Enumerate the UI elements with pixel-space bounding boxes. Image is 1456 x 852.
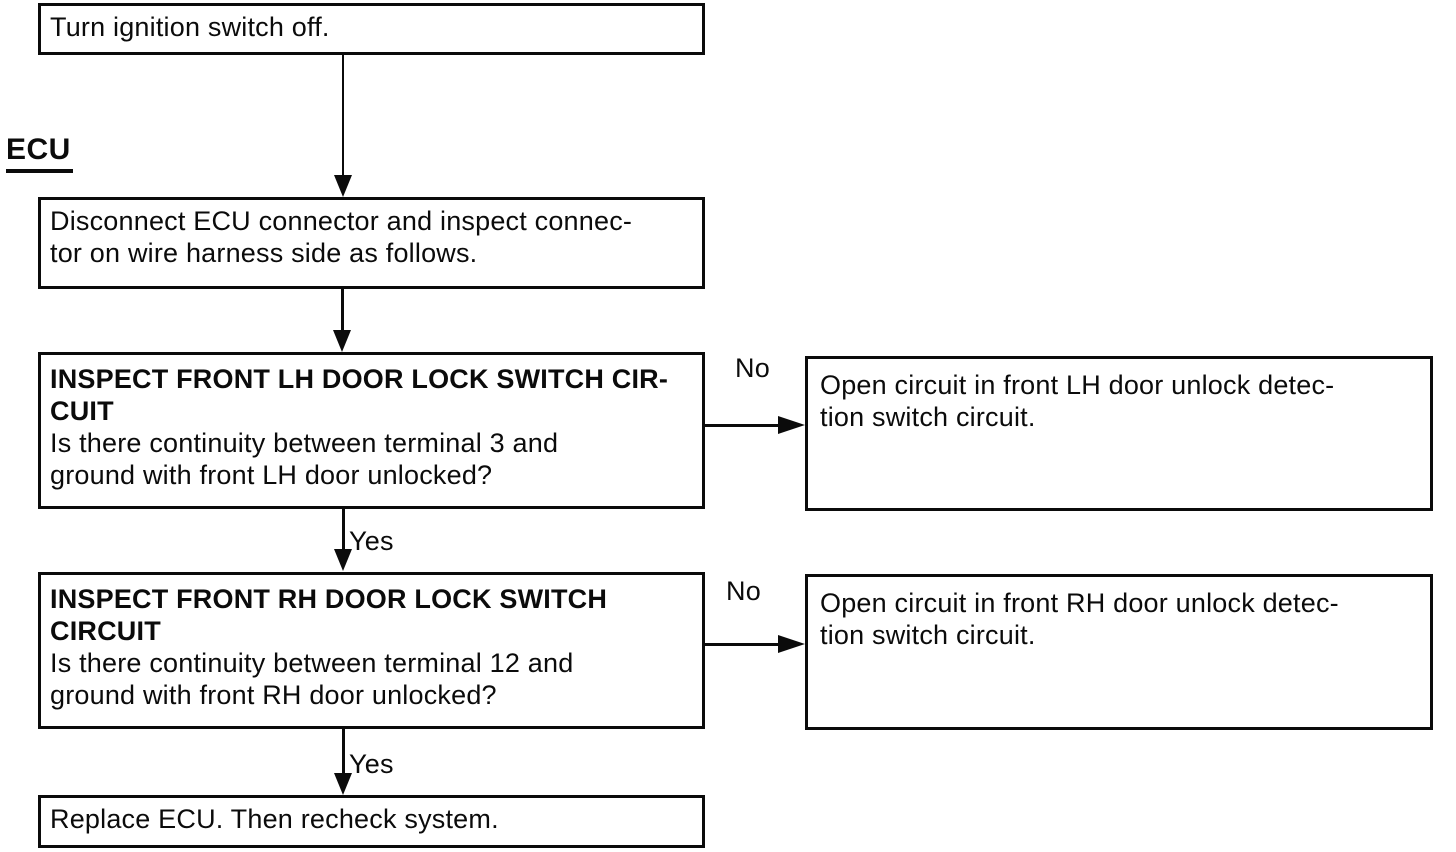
flow-box-turn-ignition-off: Turn ignition switch off.	[38, 3, 705, 55]
box-title-line: INSPECT FRONT RH DOOR LOCK SWITCH	[50, 584, 608, 614]
branch-label-no: No	[735, 353, 770, 383]
box-text-line: ground with front RH door unlocked?	[50, 680, 497, 710]
box-text-line: Is there continuity between terminal 12 …	[50, 648, 574, 678]
connector-line-step2-decision1	[341, 289, 344, 332]
arrow-right-icon	[778, 416, 805, 434]
box-title-line: INSPECT FRONT LH DOOR LOCK SWITCH CIR-	[50, 364, 669, 394]
flow-box-disconnect-ecu-connector: Disconnect ECU connector and inspect con…	[38, 197, 705, 289]
branch-label-yes: Yes	[349, 526, 394, 556]
box-title-line: CIRCUIT	[50, 616, 161, 646]
box-text-line: Disconnect ECU connector and inspect con…	[50, 206, 633, 236]
connector-line-step1-step2	[342, 55, 344, 178]
connector-line-decision2-result2	[705, 643, 780, 646]
branch-label-no: No	[726, 576, 761, 606]
box-text-line: Open circuit in front RH door unlock det…	[820, 588, 1339, 618]
connector-line-decision2-step3	[342, 729, 345, 775]
arrow-right-icon	[778, 635, 805, 653]
arrow-down-icon	[333, 330, 351, 352]
arrow-down-icon	[334, 549, 352, 571]
section-heading-ecu: ECU	[6, 134, 73, 173]
flow-box-replace-ecu: Replace ECU. Then recheck system.	[38, 795, 705, 848]
flow-box-open-circuit-front-lh: Open circuit in front LH door unlock det…	[805, 356, 1433, 511]
box-title-line: CUIT	[50, 396, 114, 426]
box-text-line: tion switch circuit.	[820, 620, 1036, 650]
connector-line-decision1-result1	[705, 424, 780, 427]
branch-label-yes: Yes	[349, 749, 394, 779]
arrow-down-icon	[334, 773, 352, 795]
connector-line-decision1-decision2	[342, 509, 345, 551]
box-text-line: tor on wire harness side as follows.	[50, 238, 478, 268]
box-text-line: Is there continuity between terminal 3 a…	[50, 428, 559, 458]
box-text-line: Open circuit in front LH door unlock det…	[820, 370, 1335, 400]
flow-box-inspect-front-lh-door-lock-switch-circuit: INSPECT FRONT LH DOOR LOCK SWITCH CIR- C…	[38, 352, 705, 509]
arrow-down-icon	[334, 175, 352, 197]
box-text-line: tion switch circuit.	[820, 402, 1036, 432]
box-text-line: Replace ECU. Then recheck system.	[50, 804, 499, 834]
flow-box-open-circuit-front-rh: Open circuit in front RH door unlock det…	[805, 574, 1433, 730]
box-text-line: ground with front LH door unlocked?	[50, 460, 493, 490]
flow-box-inspect-front-rh-door-lock-switch-circuit: INSPECT FRONT RH DOOR LOCK SWITCH CIRCUI…	[38, 572, 705, 729]
box-text-line: Turn ignition switch off.	[50, 12, 330, 42]
